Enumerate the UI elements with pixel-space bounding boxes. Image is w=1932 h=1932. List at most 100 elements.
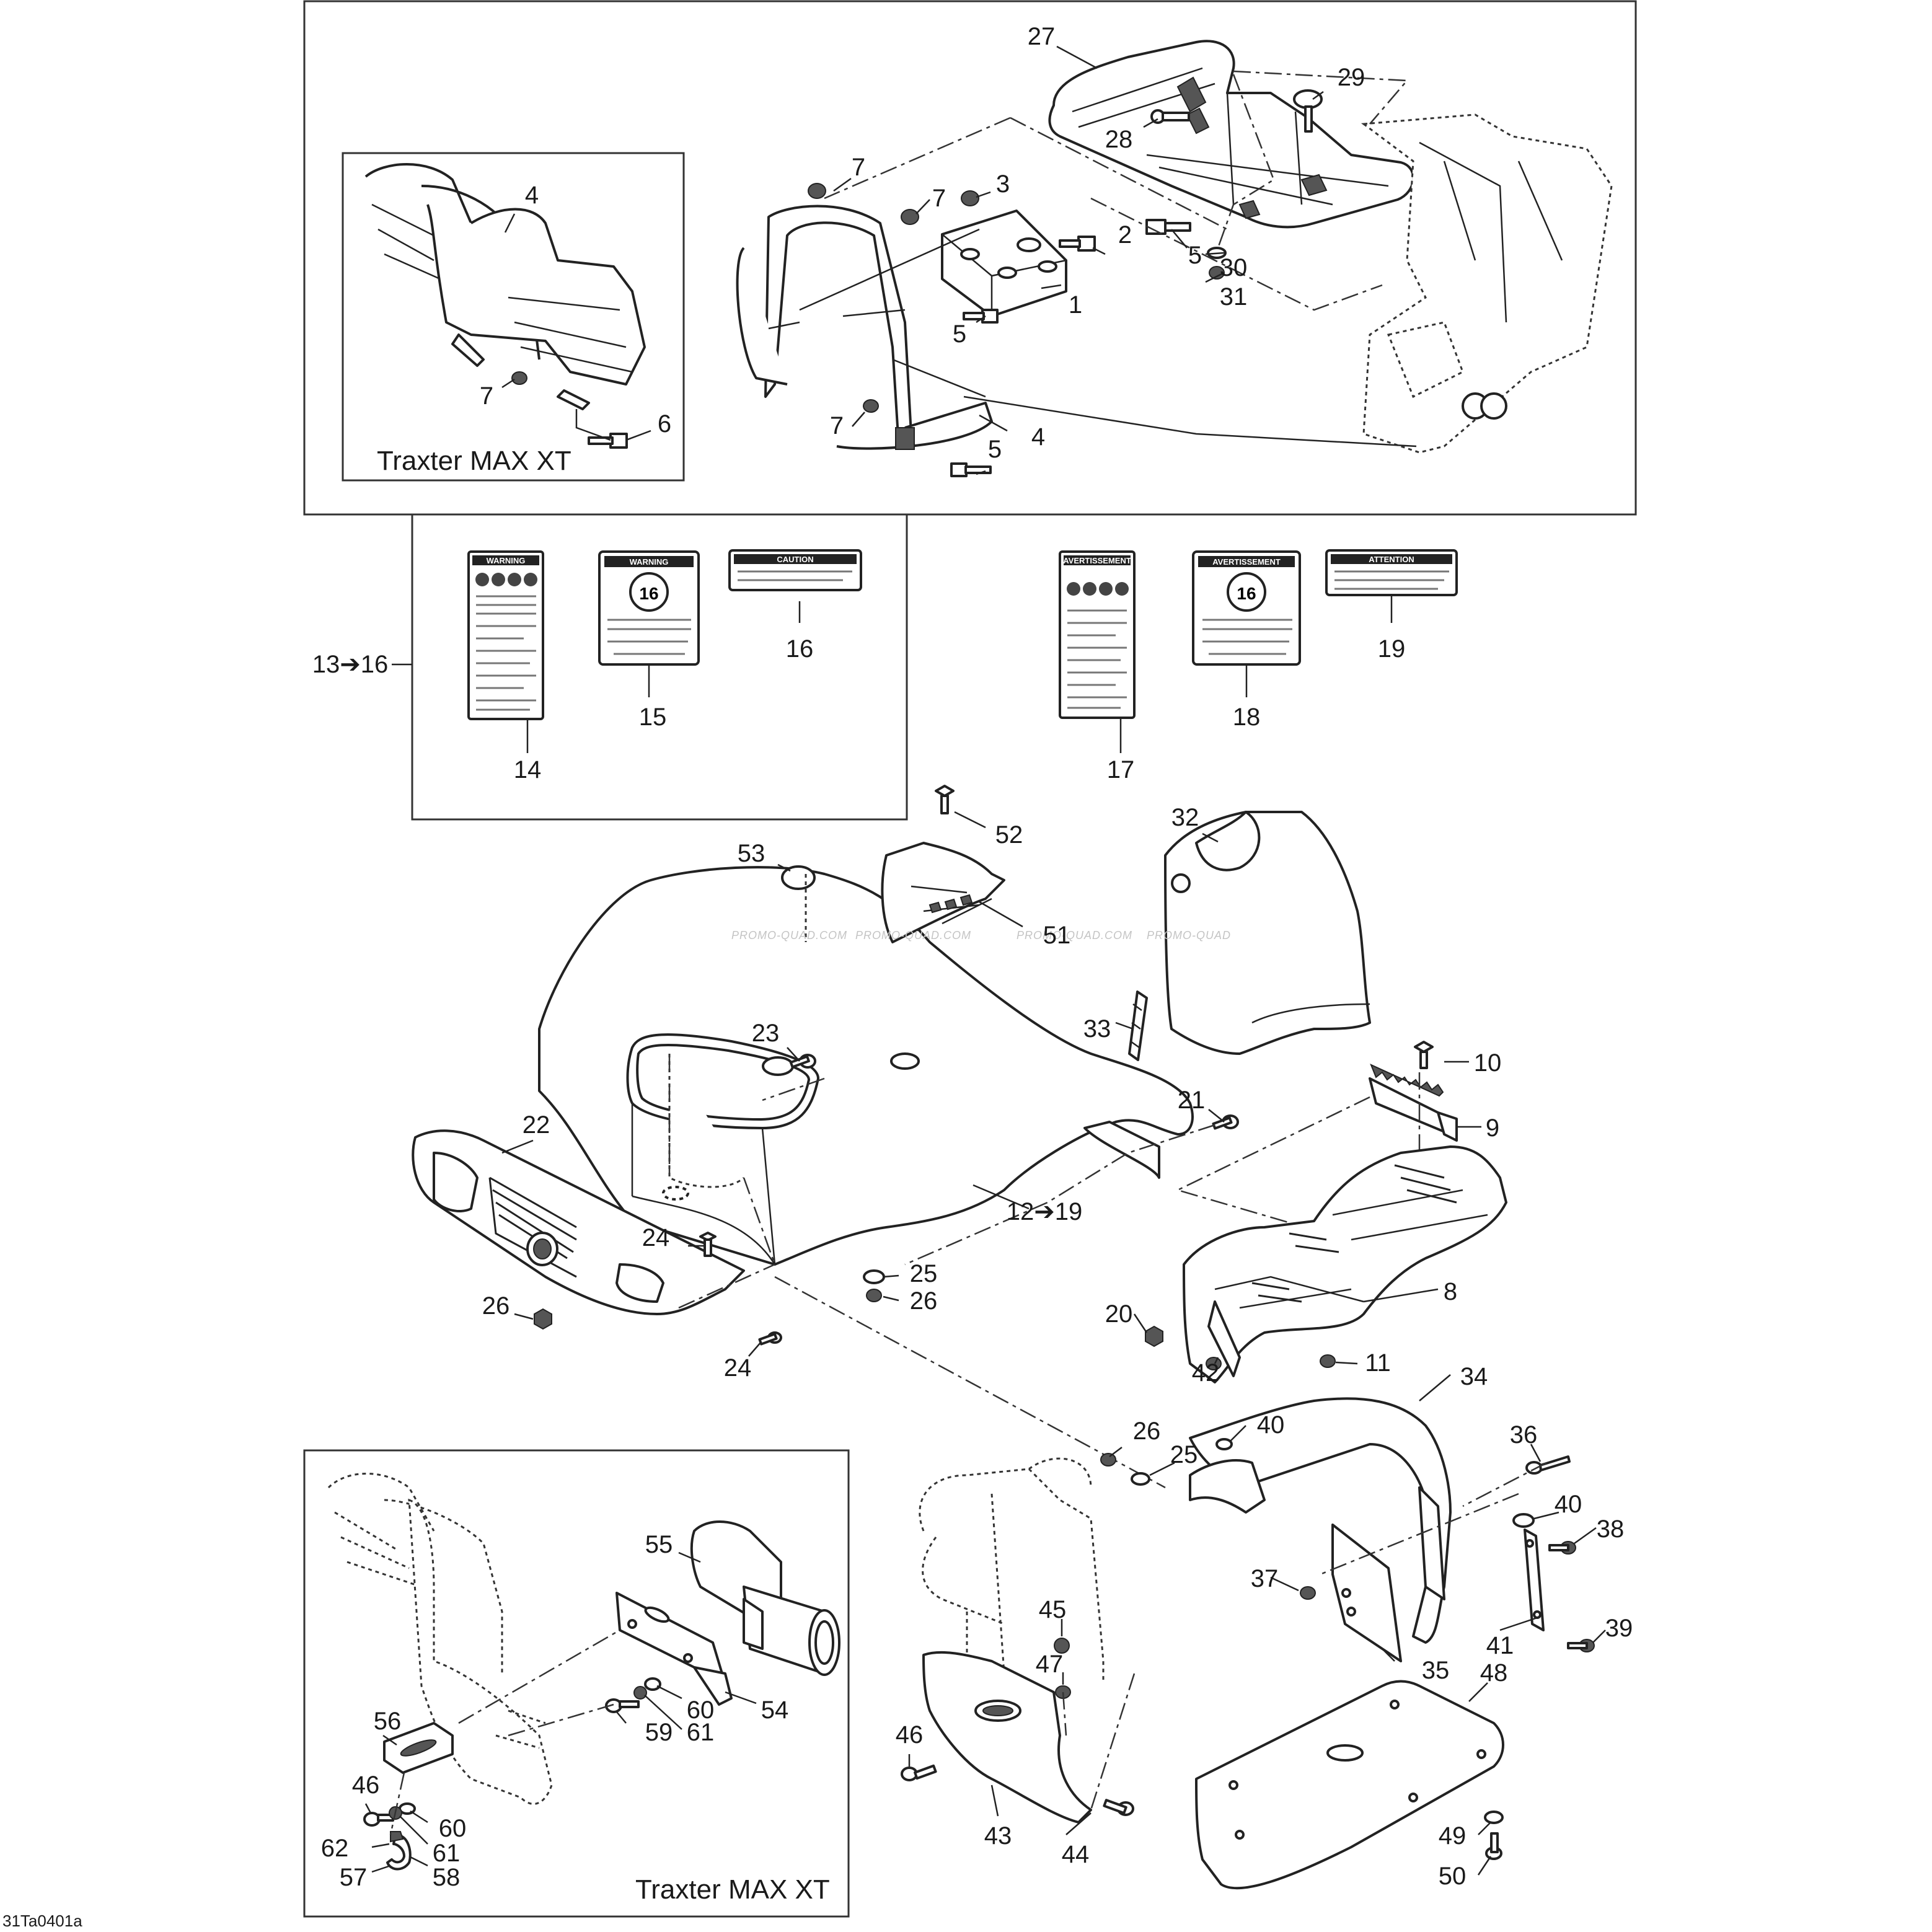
bolt-45 [1054, 1638, 1070, 1654]
callout-61b: 61 [433, 1840, 461, 1867]
nut-11 [1320, 1354, 1336, 1368]
callout-40b: 40 [1555, 1491, 1582, 1518]
callout-4b: 4 [525, 182, 539, 209]
callout-13-16: 13➔16 [312, 651, 389, 678]
inset-bolt-6 [588, 433, 628, 449]
callout-53: 53 [738, 840, 765, 867]
callout-7a: 7 [852, 154, 865, 181]
fender-visor [881, 842, 1005, 943]
inset-nut-7 [511, 371, 527, 385]
callout-40a: 40 [1257, 1411, 1285, 1439]
callout-18: 18 [1233, 704, 1261, 731]
callout-30: 30 [1220, 254, 1248, 281]
callout-43: 43 [984, 1822, 1012, 1850]
rear-mudguard [1189, 1397, 1452, 1644]
callout-26c: 26 [1133, 1418, 1161, 1445]
washer-25a [863, 1269, 885, 1284]
assembly-line-mid-2 [904, 1124, 1215, 1266]
nut-37 [1300, 1586, 1316, 1600]
winch-bracket-54 [615, 1592, 733, 1706]
nut-26b [534, 1308, 552, 1330]
side-panel [1164, 811, 1371, 1055]
callout-35: 35 [1422, 1657, 1450, 1684]
callout-2: 2 [1118, 221, 1132, 249]
nut-7c [863, 399, 879, 413]
callout-36: 36 [1510, 1421, 1538, 1449]
callout-7b: 7 [932, 185, 946, 212]
rivet-36 [1525, 1455, 1571, 1475]
callout-60b: 60 [439, 1815, 467, 1842]
nut-26a [866, 1289, 882, 1302]
callout-25b: 25 [1170, 1441, 1198, 1468]
bolt-5c [950, 462, 992, 477]
bottom-inset-caption: Traxter MAX XT [635, 1874, 830, 1905]
callout-22: 22 [523, 1111, 550, 1139]
nut-20 [1145, 1325, 1163, 1348]
front-bumper [736, 205, 993, 450]
nut-42 [1206, 1357, 1222, 1370]
callout-59: 59 [645, 1719, 673, 1746]
washer-60a [644, 1677, 661, 1691]
callout-31: 31 [1220, 283, 1248, 311]
bolt-46b [901, 1764, 937, 1781]
callout-33: 33 [1083, 1015, 1111, 1043]
washer-40b [1512, 1513, 1535, 1528]
decal-19-title: ATTENTION [1369, 555, 1414, 564]
assembly-line-top-4 [799, 228, 1417, 448]
leader-lines [364, 45, 1606, 1876]
rack-screw-29 [1293, 89, 1323, 133]
callout-23: 23 [752, 1020, 780, 1047]
assembly-line-top-2 [1090, 197, 1383, 311]
decal-18: AVERTISSEMENT 16 [1192, 550, 1301, 666]
rack-bolt-5 [1145, 219, 1191, 235]
callout-54: 54 [761, 1696, 789, 1724]
decal-15: WARNING 16 [598, 550, 700, 666]
bolt-23 [789, 1054, 816, 1069]
washer-40a [1215, 1438, 1233, 1450]
callout-5c: 5 [988, 436, 1002, 463]
callout-labels: 27 29 28 7 7 3 2 5 30 31 1 5 7 4 5 4 7 6… [312, 23, 1633, 1891]
callout-57: 57 [340, 1864, 368, 1891]
callout-26a: 26 [910, 1287, 938, 1315]
callout-52: 52 [995, 821, 1023, 849]
fender-ghost [668, 874, 807, 1188]
washer-25b [1131, 1472, 1150, 1486]
callout-24b: 24 [724, 1354, 752, 1382]
callout-1: 1 [1069, 291, 1082, 319]
drawing-code: 31Ta0401a [2, 1912, 82, 1930]
assembly-line-right-2 [1320, 1462, 1547, 1576]
callout-7d: 7 [480, 382, 493, 410]
watermark-4: PROMO-QUAD [1147, 929, 1231, 942]
bottom-inset-frame [303, 1449, 850, 1918]
top-section-frame [303, 0, 1637, 516]
nut-61a [633, 1686, 647, 1700]
callout-28: 28 [1105, 126, 1133, 153]
bolt-44 [1103, 1799, 1134, 1816]
callout-11: 11 [1365, 1349, 1391, 1377]
screw-24b [758, 1331, 782, 1346]
fairlead-56 [383, 1722, 454, 1774]
callout-9: 9 [1486, 1114, 1499, 1142]
callout-49: 49 [1439, 1822, 1467, 1850]
decal-14: WARNING [467, 550, 544, 720]
callout-38: 38 [1597, 1515, 1625, 1543]
callout-50: 50 [1439, 1863, 1467, 1890]
callout-12-19: 12➔19 [1007, 1198, 1083, 1225]
assembly-line-bottom-inset [389, 1629, 620, 1835]
callout-15: 15 [639, 704, 667, 731]
assembly-line-mid-1 [668, 1054, 1166, 1489]
decal-section-frame [411, 513, 908, 821]
callout-27: 27 [1028, 23, 1056, 50]
nut-3 [961, 190, 979, 206]
callout-34: 34 [1460, 1363, 1488, 1390]
callout-60a: 60 [687, 1696, 715, 1724]
washer-49 [1484, 1811, 1504, 1824]
inset-leader [575, 409, 611, 441]
bolt-46a [363, 1812, 394, 1827]
callout-8: 8 [1444, 1278, 1457, 1305]
screw-52 [935, 785, 955, 814]
assembly-line-top-3 [1217, 74, 1275, 249]
callout-48: 48 [1480, 1659, 1508, 1687]
screw-24a [699, 1232, 717, 1257]
assembly-line-top-1 [824, 70, 1409, 231]
